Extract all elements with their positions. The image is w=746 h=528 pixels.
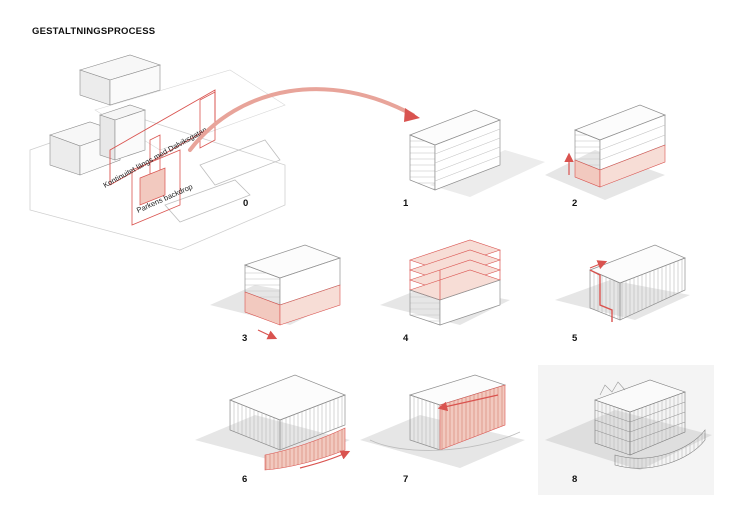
shift-arrow: [257, 329, 278, 340]
step-2-raised-base: 2: [545, 104, 666, 209]
step-6-curved-base: 6: [195, 374, 351, 485]
step-7-sloped-facade: 7: [360, 374, 525, 485]
step-5-vertical-facade: 5: [555, 244, 690, 344]
sloped-facade-red: [439, 384, 506, 451]
step-1-volume: 1: [403, 109, 545, 209]
step-8-final-render: 8: [538, 365, 714, 495]
step-3-shifted-base: 3: [210, 244, 342, 344]
backdrop-block: [139, 167, 166, 206]
step-4-layered-floors: 4: [380, 239, 510, 344]
context-building-center: [99, 104, 146, 161]
transition-arrowhead: [404, 108, 420, 122]
step-2-number: 2: [572, 198, 577, 209]
transition-arrow: [188, 87, 415, 152]
curved-base-band: [264, 427, 346, 471]
step-4-number: 4: [403, 333, 409, 344]
slope-arrow: [437, 394, 499, 412]
step-5-number: 5: [572, 333, 578, 344]
step-1-number: 1: [403, 198, 409, 209]
step-6-number: 6: [242, 474, 247, 485]
context-building-north: [79, 54, 161, 106]
step-8-number: 8: [572, 474, 577, 485]
step-0-number: 0: [243, 198, 248, 209]
page-title: GESTALTNINGSPROCESS: [32, 26, 156, 37]
facade-profile-line: [589, 269, 613, 322]
extend-arrow: [589, 260, 608, 270]
step-3-number: 3: [242, 333, 247, 344]
curve-arrow: [299, 450, 351, 469]
step-0-site-context: Kontinuitet längs med Dalviksgatan Parke…: [29, 54, 286, 251]
step-7-number: 7: [403, 474, 408, 485]
